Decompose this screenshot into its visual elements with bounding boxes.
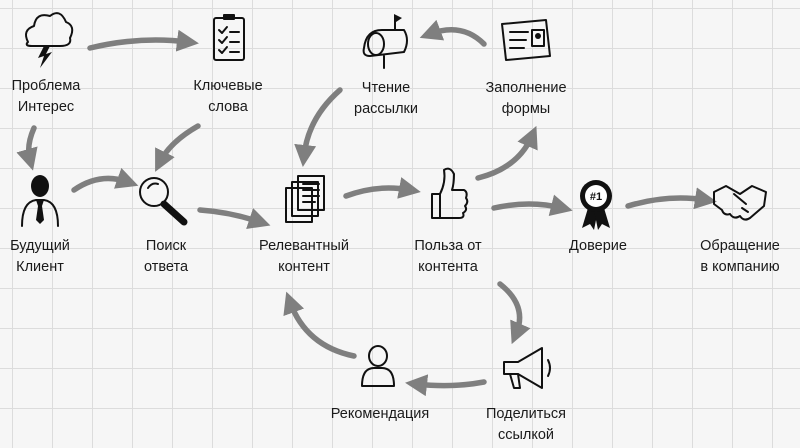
arrow-form-to-newsletter bbox=[419, 19, 487, 47]
node-label-trust: Доверие bbox=[569, 238, 627, 254]
storm-cloud-icon bbox=[25, 12, 74, 68]
magnifier-icon bbox=[139, 177, 188, 226]
arrow-recommendation-to-content bbox=[283, 291, 357, 359]
businessman-icon bbox=[21, 175, 59, 227]
arrow-share-to-recommendation bbox=[405, 374, 487, 397]
node-label-recommendation: Рекомендация bbox=[330, 406, 430, 422]
mailbox-icon bbox=[362, 14, 408, 69]
arrow-problem-to-keywords bbox=[87, 29, 199, 52]
arrow-newsletter-to-content bbox=[294, 87, 343, 167]
arrow-benefit-to-share bbox=[497, 281, 531, 345]
handshake-icon bbox=[713, 185, 767, 221]
checklist-icon bbox=[213, 14, 245, 61]
arrows bbox=[16, 19, 717, 397]
arrow-content-to-benefit bbox=[343, 177, 421, 199]
arrow-problem-to-future-client bbox=[16, 125, 38, 171]
award-badge-text: #1 bbox=[590, 191, 602, 203]
arrow-keywords-to-search bbox=[155, 123, 201, 172]
megaphone-icon bbox=[503, 347, 551, 389]
documents-icon bbox=[285, 175, 325, 223]
arrow-future-client-to-search bbox=[71, 167, 139, 193]
arrow-benefit-to-form bbox=[475, 125, 538, 181]
thumbs-up-icon bbox=[431, 167, 469, 219]
award-ribbon-icon: #1 bbox=[580, 180, 612, 230]
arrow-trust-to-contact bbox=[625, 187, 717, 210]
person-icon bbox=[361, 345, 395, 387]
id-card-icon bbox=[501, 19, 551, 61]
arrow-search-to-content bbox=[197, 207, 271, 229]
arrow-benefit-to-trust bbox=[491, 194, 573, 217]
